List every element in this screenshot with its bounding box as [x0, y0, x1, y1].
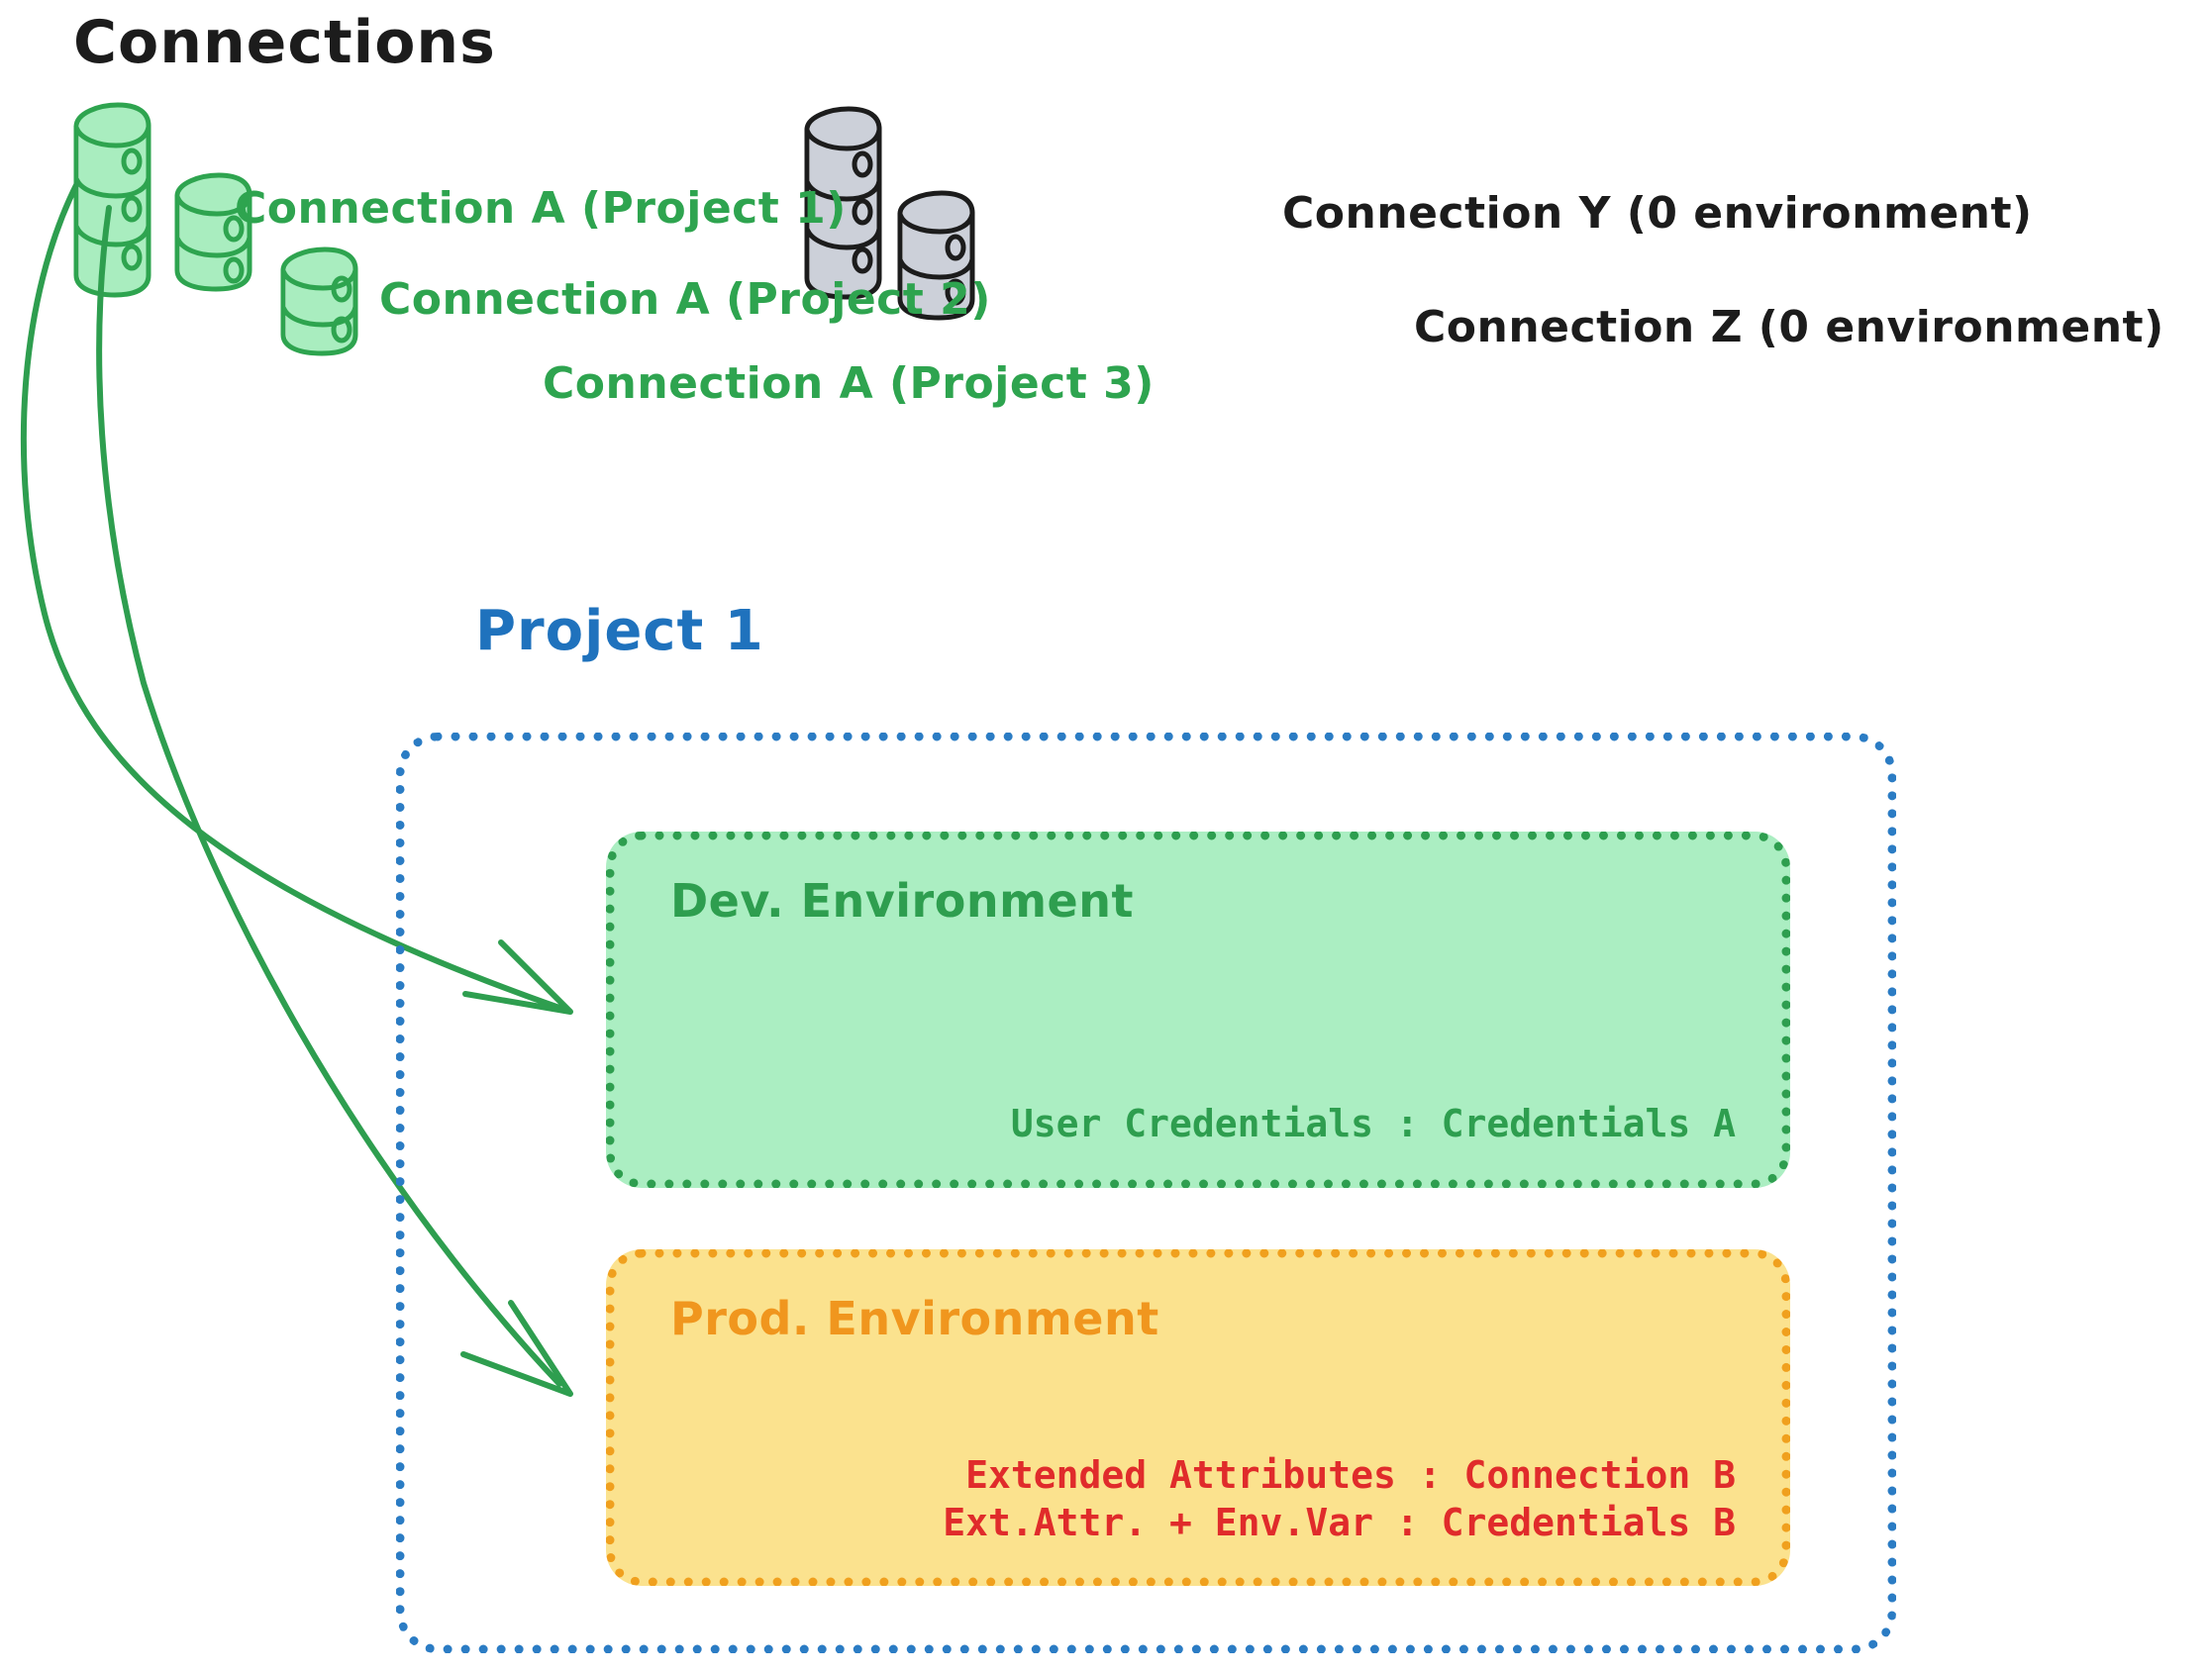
database-cylinder-icon-connection-y: [804, 106, 882, 300]
environment-detail-prod-line-1: Extended Attributes : Connection B: [965, 1452, 1736, 1497]
connection-label-z: Connection Z (0 environment): [1414, 302, 2164, 352]
environment-box-dev: Dev. Environment User Credentials : Cred…: [606, 832, 1790, 1188]
page-title-connections: Connections: [73, 8, 496, 77]
arrow-connection-a-to-dev: [20, 180, 573, 1015]
environment-detail-prod: Extended Attributes : Connection B Ext.A…: [943, 1451, 1736, 1547]
environment-title-dev: Dev. Environment: [670, 874, 1134, 928]
environment-box-prod: Prod. Environment Extended Attributes : …: [606, 1249, 1790, 1586]
environment-title-prod: Prod. Environment: [670, 1292, 1159, 1345]
project-container: [396, 733, 1896, 1653]
connection-label-a-project-1: Connection A (Project 1): [235, 183, 847, 234]
database-cylinder-icon-connection-a-project-1: [73, 102, 151, 298]
environment-detail-dev-line-1: User Credentials : Credentials A: [1010, 1102, 1736, 1145]
environment-detail-prod-line-2: Ext.Attr. + Env.Var : Credentials B: [943, 1501, 1736, 1545]
project-title: Project 1: [475, 599, 764, 663]
database-cylinder-icon-connection-a-project-2: [174, 172, 252, 292]
database-cylinder-icon-connection-a-project-3: [280, 246, 358, 356]
connection-label-a-project-2: Connection A (Project 2): [379, 274, 991, 325]
connection-label-a-project-3: Connection A (Project 3): [543, 358, 1155, 409]
connection-label-y: Connection Y (0 environment): [1282, 188, 2033, 239]
database-cylinder-icon-connection-z: [897, 190, 975, 321]
